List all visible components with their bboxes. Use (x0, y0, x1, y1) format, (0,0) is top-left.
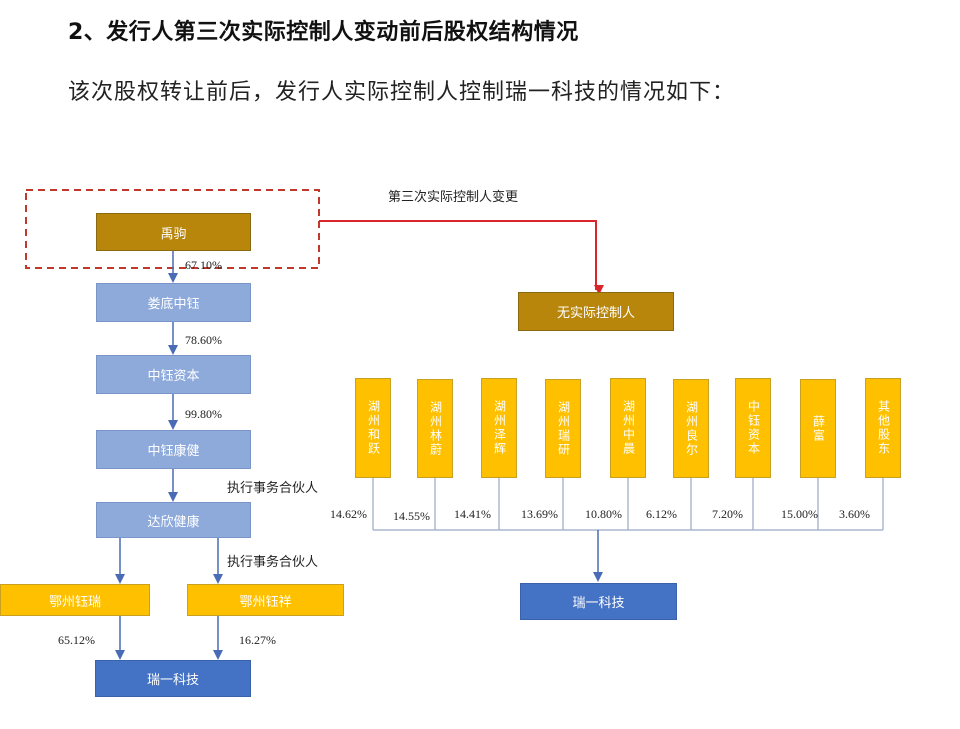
pct-zhou-loudi: 67.10% (185, 258, 222, 272)
label-daxin-xiang: 执行事务合伙人 (227, 555, 319, 570)
shareholder-3: 湖州瑞研 (545, 379, 581, 478)
shareholder-1: 湖州林蔚 (417, 379, 453, 478)
node-capital: 中钰资本 (96, 355, 251, 394)
shareholder-6: 中钰资本 (735, 378, 771, 478)
node-target-before: 瑞一科技 (95, 660, 251, 697)
pct-shareholder-2: 14.41% (454, 507, 491, 521)
pct-loudi-capital: 78.60% (185, 333, 222, 347)
shareholder-0: 湖州和跃 (355, 378, 391, 478)
shareholder-7: 薛富 (800, 379, 836, 478)
pct-capital-health: 99.80% (185, 407, 222, 421)
pct-shareholder-4: 10.80% (585, 507, 622, 521)
shareholder-5: 湖州良尔 (673, 379, 709, 478)
pct-xiang-target: 16.27% (239, 633, 276, 647)
pct-shareholder-7: 15.00% (781, 507, 818, 521)
label-health-daxin: 执行事务合伙人 (227, 481, 319, 496)
pct-shareholder-1: 14.55% (393, 509, 430, 523)
change-label: 第三次实际控制人变更 (388, 190, 519, 205)
shareholder-2: 湖州泽辉 (481, 378, 517, 478)
section-heading: 2、发行人第三次实际控制人变动前后股权结构情况 (68, 20, 579, 45)
node-daxin: 达欣健康 (96, 502, 251, 538)
node-loudi: 娄底中钰 (96, 283, 251, 322)
pct-shareholder-3: 13.69% (521, 507, 558, 521)
pct-shareholder-5: 6.12% (646, 507, 677, 521)
node-no-controller: 无实际控制人 (518, 292, 674, 331)
pct-shareholder-8: 3.60% (839, 507, 870, 521)
node-ezhou-rui: 鄂州钰瑞 (0, 584, 150, 616)
node-zhou: 禹驹 (96, 213, 251, 251)
shareholder-8: 其他股东 (865, 378, 901, 478)
node-ezhou-xiang: 鄂州钰祥 (187, 584, 344, 616)
node-health: 中钰康健 (96, 430, 251, 469)
shareholder-4: 湖州中晨 (610, 378, 646, 478)
pct-shareholder-0: 14.62% (330, 507, 367, 521)
node-target-after: 瑞一科技 (520, 583, 677, 620)
pct-rui-target: 65.12% (58, 633, 95, 647)
pct-shareholder-6: 7.20% (712, 507, 743, 521)
intro-text: 该次股权转让前后，发行人实际控制人控制瑞一科技的情况如下： (68, 80, 736, 105)
